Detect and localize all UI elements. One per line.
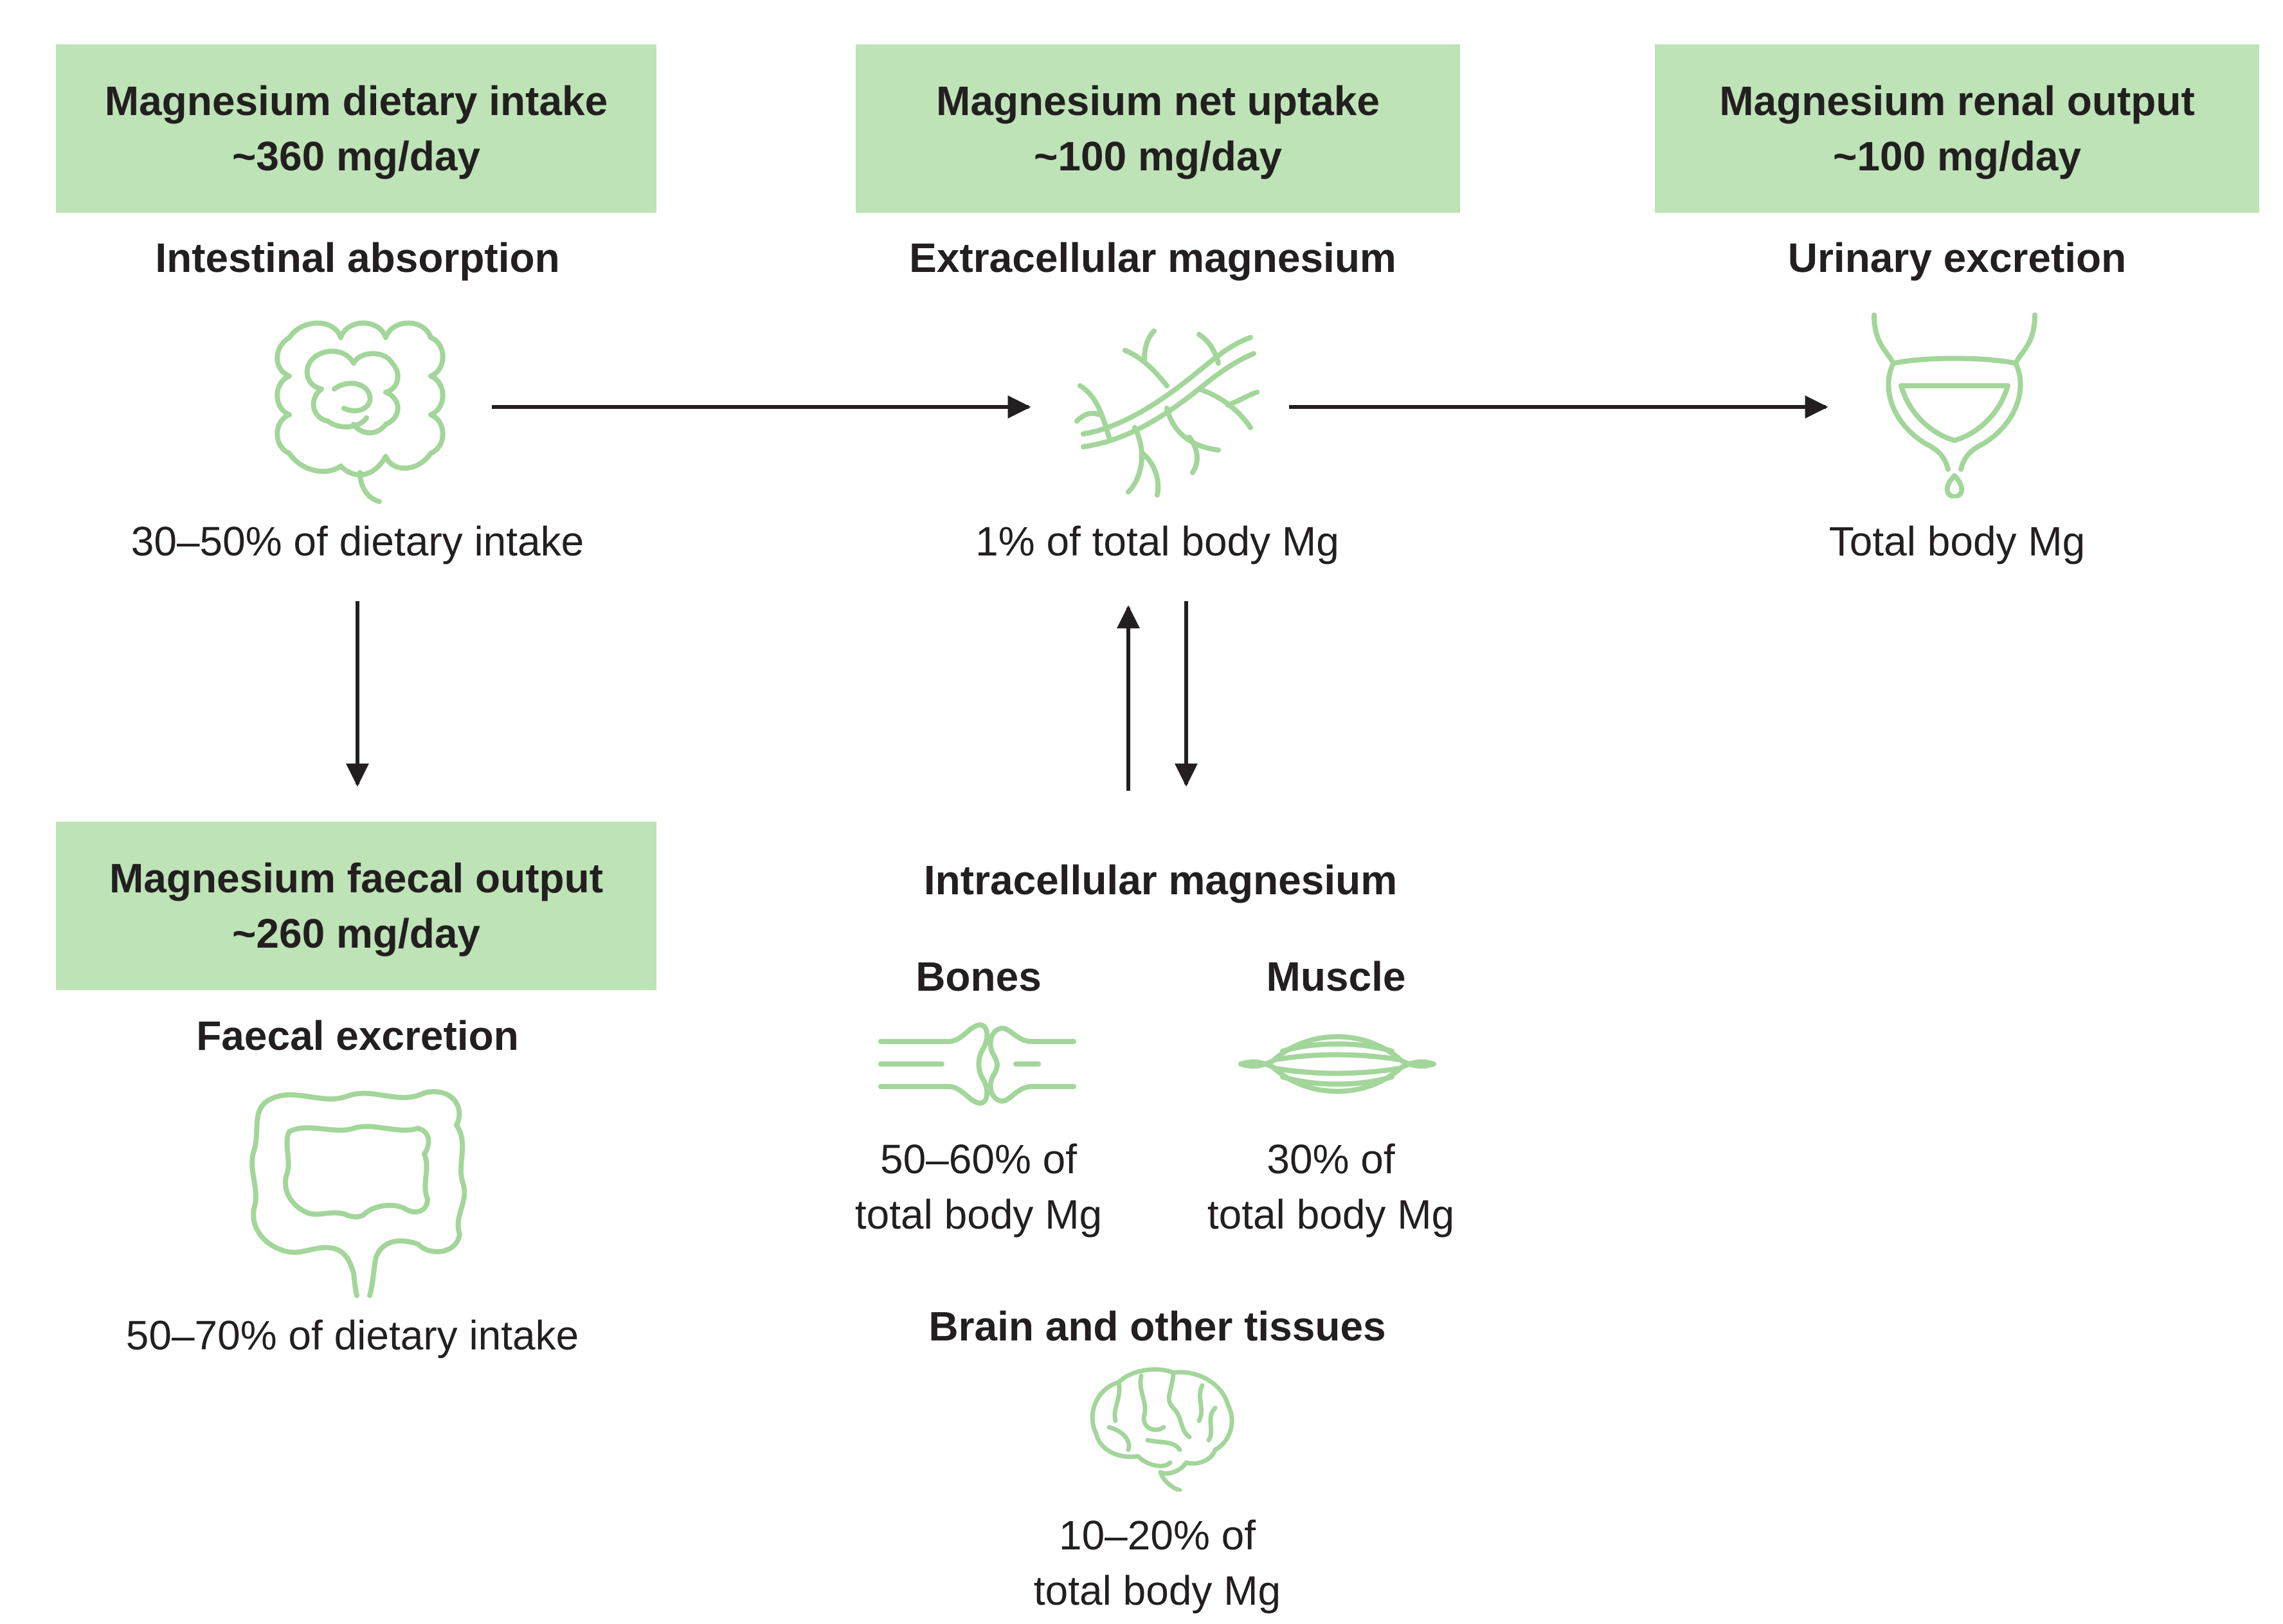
dietary-intake-box: Magnesium dietary intake ~360 mg/day (56, 44, 656, 213)
bones-caption: 50–60% of total body Mg (855, 1132, 1102, 1242)
muscle-caption-line2: total body Mg (1207, 1191, 1455, 1238)
extracellular-heading: Extracellular magnesium (909, 235, 1396, 281)
brain-caption-line1: 10–20% of (1058, 1512, 1256, 1558)
blood-vessels-icon (1070, 325, 1263, 498)
intestinal-caption: 30–50% of dietary intake (131, 518, 584, 564)
net-uptake-title: Magnesium net uptake (936, 78, 1380, 124)
intestinal-absorption-heading: Intestinal absorption (155, 235, 560, 281)
muscle-heading: Muscle (1266, 953, 1406, 1000)
faecal-caption: 50–70% of dietary intake (125, 1312, 579, 1358)
faecal-excretion-heading: Faecal excretion (196, 1013, 519, 1059)
extracellular-caption: 1% of total body Mg (975, 518, 1339, 564)
faecal-output-value: ~260 mg/day (232, 910, 480, 957)
dietary-intake-value: ~360 mg/day (232, 133, 480, 179)
muscle-icon (1238, 1016, 1437, 1112)
renal-output-value: ~100 mg/day (1833, 133, 2081, 179)
bone-joint-icon (878, 1019, 1077, 1109)
net-uptake-value: ~100 mg/day (1034, 133, 1282, 179)
bones-caption-line1: 50–60% of (880, 1136, 1078, 1182)
dietary-intake-title: Magnesium dietary intake (104, 78, 608, 124)
net-uptake-box: Magnesium net uptake ~100 mg/day (856, 44, 1460, 213)
renal-output-box: Magnesium renal output ~100 mg/day (1655, 44, 2259, 213)
renal-output-title: Magnesium renal output (1719, 78, 2195, 124)
intracellular-heading: Intracellular magnesium (923, 857, 1398, 903)
small-intestine-icon (264, 312, 456, 505)
faecal-output-box: Magnesium faecal output ~260 mg/day (56, 822, 656, 990)
brain-icon (1083, 1363, 1238, 1492)
brain-caption-line2: total body Mg (1033, 1567, 1281, 1614)
bladder-icon (1861, 312, 2048, 498)
muscle-caption-line1: 30% of (1267, 1136, 1395, 1182)
brain-heading: Brain and other tissues (928, 1303, 1386, 1349)
bones-caption-line2: total body Mg (854, 1191, 1103, 1238)
faecal-output-title: Magnesium faecal output (109, 855, 604, 901)
muscle-caption: 30% of total body Mg (1207, 1132, 1454, 1242)
urinary-caption: Total body Mg (1828, 518, 2086, 564)
urinary-excretion-heading: Urinary excretion (1787, 235, 2127, 281)
brain-caption: 10–20% of total body Mg (1034, 1508, 1281, 1618)
large-intestine-icon (244, 1080, 476, 1299)
bones-heading: Bones (916, 953, 1042, 1000)
